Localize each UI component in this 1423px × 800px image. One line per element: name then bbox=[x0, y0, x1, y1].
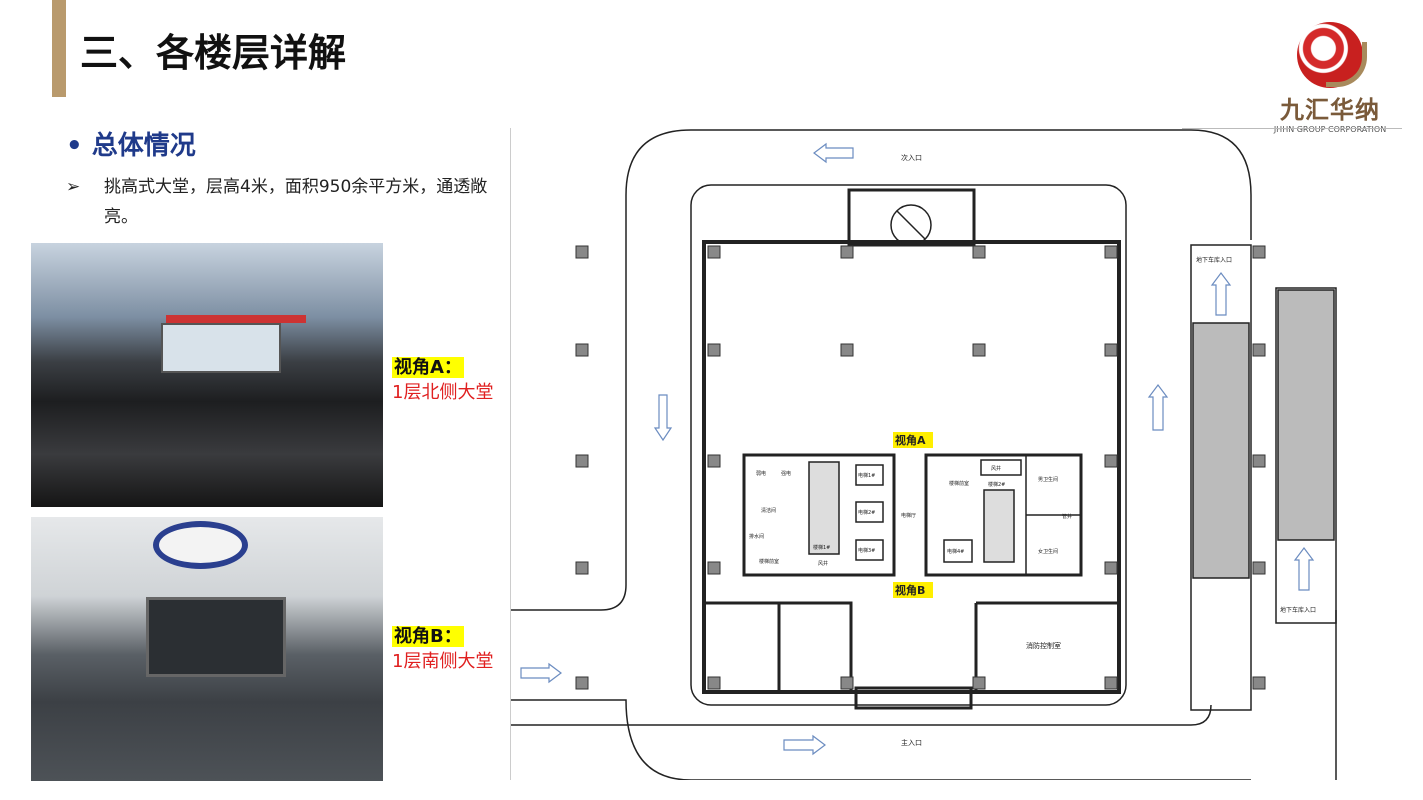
divider bbox=[1182, 128, 1402, 129]
view-b-marker: 视角B bbox=[895, 583, 925, 597]
logo-cn: 九汇华纳 bbox=[1280, 96, 1380, 124]
road-outline bbox=[511, 704, 1212, 726]
logo-mark-icon bbox=[1297, 22, 1367, 88]
view-b-caption: 视角B： 1层南侧大堂 bbox=[392, 624, 493, 674]
room-shaft1: 风井 bbox=[818, 560, 828, 567]
road-outline bbox=[511, 129, 1252, 611]
room-elev3: 电梯3# bbox=[858, 547, 875, 554]
room-stair1-front: 楼梯前室 bbox=[759, 558, 779, 565]
road-outline bbox=[511, 610, 1337, 781]
floor-plan: 次入口 主入口 视角A 视角B 地下车库入口 地下车库入口 消防控制室 弱电 强… bbox=[510, 128, 1423, 781]
building-wall bbox=[702, 240, 1121, 694]
photo-north-lobby bbox=[31, 243, 383, 507]
room-shaft2: 风井 bbox=[991, 465, 1001, 472]
view-a-caption: 视角A： 1层北侧大堂 bbox=[392, 355, 493, 405]
room-stair2-front: 楼梯前室 bbox=[949, 480, 969, 487]
columns bbox=[575, 245, 1266, 690]
view-b-value: 1层南侧大堂 bbox=[392, 651, 494, 672]
main-entrance-label: 主入口 bbox=[901, 738, 922, 747]
bullet-icon: • bbox=[66, 131, 83, 161]
title-accent-bar bbox=[52, 0, 66, 97]
garage-entrance-label: 地下车库入口 bbox=[1280, 606, 1316, 614]
room-women-restroom: 女卫生间 bbox=[1038, 548, 1058, 555]
building-outline bbox=[690, 184, 1127, 706]
view-a-value: 1层北侧大堂 bbox=[392, 382, 494, 403]
fire-control-room-label: 消防控制室 bbox=[1026, 641, 1061, 650]
secondary-entrance-label: 次入口 bbox=[901, 153, 922, 162]
room-elevator-lobby: 电梯厅 bbox=[901, 512, 916, 519]
room-stair2: 楼梯2# bbox=[988, 481, 1005, 488]
view-a-key: 视角A： bbox=[392, 357, 464, 378]
room-pipe-shaft: 管井 bbox=[1062, 513, 1072, 520]
room-strong: 强电 bbox=[781, 470, 791, 477]
room-elev4: 电梯4# bbox=[947, 548, 964, 555]
section-title: 总体情况 bbox=[91, 131, 196, 161]
room-elev2: 电梯2# bbox=[858, 509, 875, 516]
arrow-bullet-icon: ➢ bbox=[66, 177, 81, 197]
view-b-key: 视角B： bbox=[392, 626, 464, 647]
company-logo: 九汇华纳 JHHN GROUP CORPORATION bbox=[1270, 22, 1390, 134]
photo-south-lobby bbox=[31, 517, 383, 781]
logo-en: JHHN GROUP CORPORATION bbox=[1273, 125, 1387, 134]
garage-ramp-1 bbox=[1190, 244, 1252, 711]
page-title: 三、各楼层详解 bbox=[80, 31, 347, 75]
description: ➢ 挑高式大堂，层高4米，面积950余平方米，通透敞亮。 bbox=[66, 172, 506, 232]
room-drain: 排水间 bbox=[749, 533, 764, 540]
section-heading: • 总体情况 bbox=[66, 125, 196, 162]
garage-ramp-2 bbox=[1275, 287, 1337, 624]
garage-entrance-label: 地下车库入口 bbox=[1196, 256, 1232, 264]
room-cleaning: 清洁间 bbox=[761, 507, 776, 514]
room-elev1: 电梯1# bbox=[858, 472, 875, 479]
room-men-restroom: 男卫生间 bbox=[1038, 476, 1058, 483]
room-weak: 弱电 bbox=[756, 470, 766, 477]
traffic-arrows bbox=[520, 142, 1315, 756]
room-stair1: 楼梯1# bbox=[813, 544, 830, 551]
view-a-marker: 视角A bbox=[895, 433, 926, 447]
description-text: 挑高式大堂，层高4米，面积950余平方米，通透敞亮。 bbox=[104, 177, 488, 227]
